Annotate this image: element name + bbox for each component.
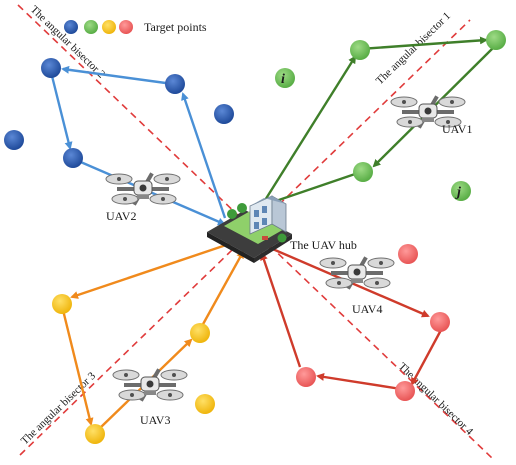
route-uav3 bbox=[61, 241, 245, 429]
legend: Target points bbox=[64, 20, 207, 34]
uav1-label: UAV1 bbox=[442, 122, 472, 136]
legend-label: Target points bbox=[144, 20, 207, 34]
hub-label: The UAV hub bbox=[290, 238, 357, 252]
legend-dot-green bbox=[84, 20, 98, 34]
target-point bbox=[85, 424, 105, 444]
target-point bbox=[350, 40, 370, 60]
uav3-label: UAV3 bbox=[140, 413, 170, 427]
legend-dot-yellow bbox=[102, 20, 116, 34]
target-point bbox=[4, 130, 24, 150]
target-point bbox=[398, 244, 418, 264]
uav-hub-icon bbox=[207, 195, 292, 263]
point-label-i: i bbox=[281, 72, 285, 87]
target-point bbox=[63, 148, 83, 168]
uav3-drone-icon bbox=[112, 367, 188, 403]
target-points-yellow bbox=[52, 294, 215, 444]
target-point bbox=[395, 381, 415, 401]
target-point bbox=[165, 74, 185, 94]
target-points-red bbox=[296, 244, 450, 401]
target-points-blue bbox=[4, 58, 234, 168]
uav4-label: UAV4 bbox=[352, 302, 382, 316]
target-point bbox=[190, 323, 210, 343]
legend-dot-blue bbox=[64, 20, 78, 34]
uav2-drone-icon bbox=[105, 171, 181, 207]
legend-dot-red bbox=[119, 20, 133, 34]
target-point bbox=[195, 394, 215, 414]
target-point bbox=[41, 58, 61, 78]
uav2-label: UAV2 bbox=[106, 209, 136, 223]
target-point bbox=[430, 312, 450, 332]
target-point bbox=[486, 30, 506, 50]
target-point bbox=[353, 162, 373, 182]
target-point-j bbox=[451, 181, 471, 201]
target-point bbox=[52, 294, 72, 314]
target-point bbox=[214, 104, 234, 124]
target-points-green bbox=[275, 30, 506, 201]
target-point bbox=[296, 367, 316, 387]
target-point-i bbox=[275, 68, 295, 88]
point-label-j: j bbox=[455, 185, 461, 200]
